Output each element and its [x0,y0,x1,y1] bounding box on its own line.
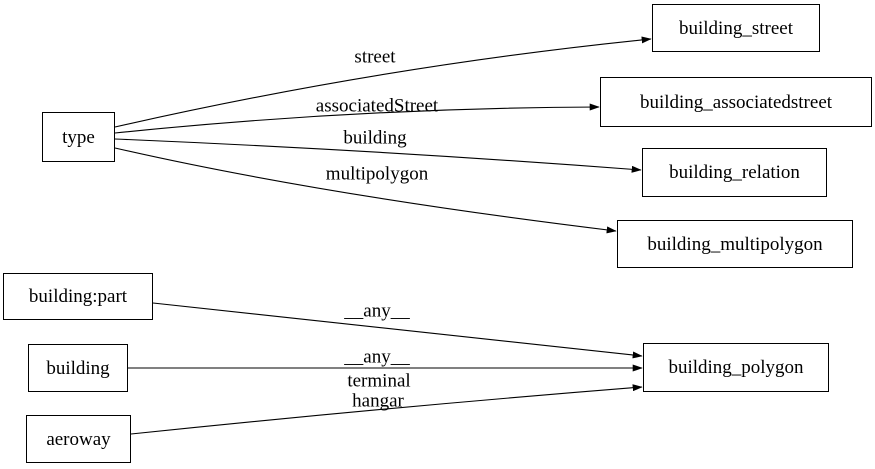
edge-label-aeroway-to-building_polygon-1: hangar [352,390,404,412]
edge-type-to-building_street [114,36,652,128]
node-building_part: building:part [3,273,153,320]
node-aeroway: aeroway [26,415,131,463]
edge-label-type-to-building_multipolygon: multipolygon [325,163,429,185]
node-building_multipolygon: building_multipolygon [617,220,853,268]
edge-label-type-to-building_relation: building [343,127,407,149]
node-type: type [42,112,115,162]
edge-label-building-to-building_polygon: __any__ [344,346,410,368]
node-building_polygon: building_polygon [643,343,829,392]
edge-aeroway-to-building_polygon [130,384,643,435]
edge-label-type-to-building_associatedstreet: associatedStreet [315,95,439,117]
edge-type-to-building_relation [114,138,642,173]
node-building_street: building_street [652,4,820,52]
edges-group [114,36,652,435]
edge-label-building_part-to-building_polygon: __any__ [344,300,410,322]
edge-label-type-to-building_street: street [354,46,396,68]
edge-building_part-to-building_polygon [152,302,643,359]
node-building_associatedstreet: building_associatedstreet [600,77,872,127]
node-building: building [28,344,128,392]
edge-type-to-building_multipolygon [114,147,617,234]
edge-type-to-building_associatedstreet [114,103,600,134]
edge-label-aeroway-to-building_polygon-0: terminal [347,370,411,392]
node-building_relation: building_relation [642,148,827,197]
